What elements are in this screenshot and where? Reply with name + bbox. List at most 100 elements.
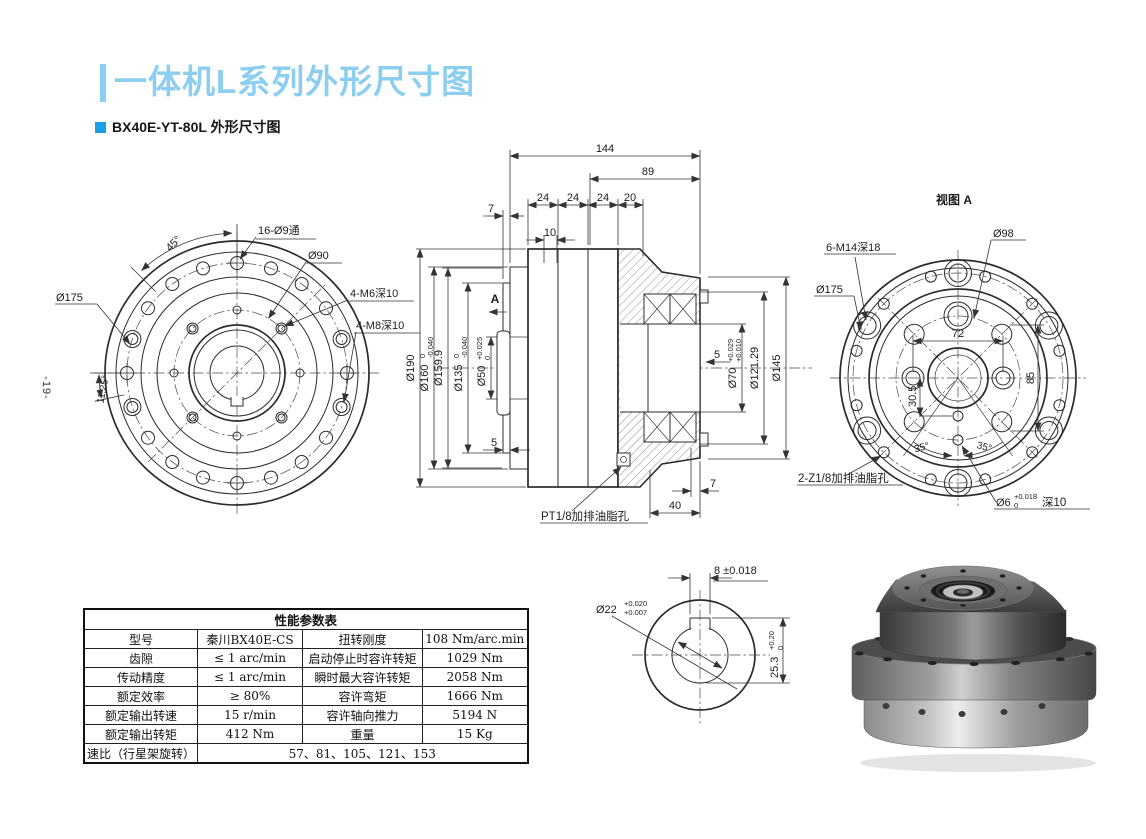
subtitle-marker	[95, 121, 106, 133]
param-label: 额定输出转矩	[83, 724, 199, 744]
photo-shadow	[860, 754, 1096, 772]
front-keyway	[230, 397, 244, 407]
section-view: 144 89 24 24 24 20 7 10 Ø190	[405, 143, 812, 524]
svg-text:Ø121.29: Ø121.29	[749, 347, 761, 389]
dim-10: 10	[544, 227, 556, 239]
product-photo	[851, 565, 1097, 772]
section-label-pt: PT1/8加排油脂孔	[541, 509, 630, 523]
param-label: 容许弯矩	[302, 686, 424, 706]
param-label: 额定输出转速	[83, 705, 199, 725]
svg-text:-0.040: -0.040	[426, 337, 435, 358]
dim-7-bottom: 7	[710, 478, 716, 490]
rear-dim-35l: 35°	[913, 441, 930, 456]
svg-text:+0.20: +0.20	[767, 631, 776, 650]
param-label: 传动精度	[83, 667, 199, 687]
performance-table: 性能参数表 型号 秦川BX40E-CS 扭转刚度 108 Nm/arc.min …	[83, 608, 529, 764]
table-row: 传动精度 ≤ 1 arc/min 瞬时最大容许转矩 2058 Nm	[83, 667, 529, 687]
front-label-d90: Ø90	[308, 250, 329, 262]
rear-label-grease: 2-Z1/8加排油脂孔	[798, 471, 889, 485]
param-value: 15 Kg	[422, 724, 529, 744]
param-label: 型号	[83, 629, 199, 649]
table-row: 齿隙 ≤ 1 arc/min 启动停止时容许转矩 1029 Nm	[83, 648, 529, 668]
dim-7-top: 7	[488, 203, 494, 215]
dim-d12129: Ø121.29	[749, 347, 761, 389]
param-value: 15 r/min	[197, 705, 304, 725]
dim-d160: Ø160 0 -0.040	[418, 337, 435, 392]
title-accent-bar	[100, 64, 106, 102]
rear-label-d175: Ø175	[816, 284, 843, 296]
svg-text:Ø190: Ø190	[405, 355, 417, 382]
svg-text:+0.029: +0.029	[726, 339, 735, 362]
front-holes-m8	[123, 330, 351, 416]
rear-bore	[927, 347, 989, 409]
table-row: 额定输出转速 15 r/min 容许轴向推力 5194 N	[83, 705, 529, 725]
front-holes-m6	[169, 305, 305, 441]
dim-24a: 24	[537, 192, 549, 204]
dim-144: 144	[596, 143, 614, 155]
param-label: 启动停止时容许转矩	[302, 648, 424, 668]
front-label-m6: 4-M6深10	[350, 287, 398, 300]
front-hub	[188, 324, 286, 422]
front-dim-45: 45°	[164, 234, 184, 254]
front-label-d175: Ø175	[56, 292, 83, 304]
dim-d50: Ø50 +0.025 0	[475, 337, 492, 387]
model-subtitle-block: BX40E-YT-80L 外形尺寸图	[95, 117, 281, 137]
rear-dim-305: 30.5	[907, 386, 919, 407]
svg-text:30.5: 30.5	[907, 386, 919, 407]
keyway-dim-bore-lo: +0.007	[624, 608, 647, 617]
section-grease-port	[616, 452, 631, 467]
param-label: 扭转刚度	[302, 629, 424, 649]
rear-label-d6-depth: 深10	[1042, 495, 1066, 509]
rear-holes-m14	[853, 259, 1063, 497]
svg-text:25.3: 25.3	[769, 657, 781, 678]
front-dim-1125: 11.25°	[95, 375, 111, 405]
keyway-dim-width: 8 ±0.018	[714, 565, 757, 577]
param-value: 5194 N	[422, 705, 529, 725]
photo-base-holes	[882, 703, 1046, 717]
svg-text:Ø135: Ø135	[453, 365, 465, 392]
model-subtitle: BX40E-YT-80L 外形尺寸图	[112, 119, 281, 135]
rear-dim-72: 72	[952, 328, 964, 340]
dim-d190: Ø190	[405, 355, 417, 382]
rear-label-d98: Ø98	[993, 228, 1014, 240]
rear-view: 视图 A	[797, 192, 1090, 510]
param-value: 108 Nm/arc.min	[422, 629, 529, 649]
ratio-value: 57、81、105、121、153	[197, 743, 529, 764]
svg-text:Ø70: Ø70	[727, 368, 739, 389]
section-output-flange	[509, 266, 529, 470]
dim-d1599: Ø159.9	[433, 350, 445, 386]
section-bearings	[643, 293, 697, 443]
rear-bolt-circle-175	[852, 272, 1064, 484]
dim-89: 89	[642, 166, 654, 178]
param-value: 1029 Nm	[422, 648, 529, 668]
dim-24b: 24	[567, 192, 579, 204]
svg-text:0: 0	[483, 356, 492, 360]
table-row: 型号 秦川BX40E-CS 扭转刚度 108 Nm/arc.min	[83, 629, 529, 649]
table-row: 额定效率 ≥ 80% 容许弯矩 1666 Nm	[83, 686, 529, 706]
svg-text:0: 0	[452, 354, 461, 358]
front-view: 45° 11.25° 16-Ø9通 Ø90 4-M6深10 4-M8深10 Ø1…	[55, 224, 420, 516]
param-label: 瞬时最大容许转矩	[302, 667, 424, 687]
dim-5-left: 5	[491, 437, 497, 449]
svg-text:Ø50: Ø50	[476, 366, 488, 387]
section-mark-a: A	[491, 292, 500, 306]
dim-5-right: 5	[714, 349, 720, 361]
svg-text:+0.010: +0.010	[734, 339, 743, 362]
param-value: 2058 Nm	[422, 667, 529, 687]
svg-text:0: 0	[418, 354, 427, 358]
photo-drum	[879, 609, 1067, 661]
keyway-dim-bore-hi: +0.020	[624, 599, 647, 608]
param-value: 秦川BX40E-CS	[197, 629, 304, 649]
front-label-m8: 4-M8深10	[356, 319, 404, 332]
ratio-label: 速比（行星架旋转）	[83, 743, 199, 764]
param-value: ≥ 80%	[197, 686, 304, 706]
param-value: 1666 Nm	[422, 686, 529, 706]
rear-dim-85: 85	[1025, 372, 1037, 384]
rear-bolt-circle-98	[895, 315, 1021, 441]
rear-view-title: 视图 A	[936, 192, 972, 207]
dim-24c: 24	[597, 192, 609, 204]
param-value: 412 Nm	[197, 724, 304, 744]
front-holes-16	[117, 253, 357, 493]
